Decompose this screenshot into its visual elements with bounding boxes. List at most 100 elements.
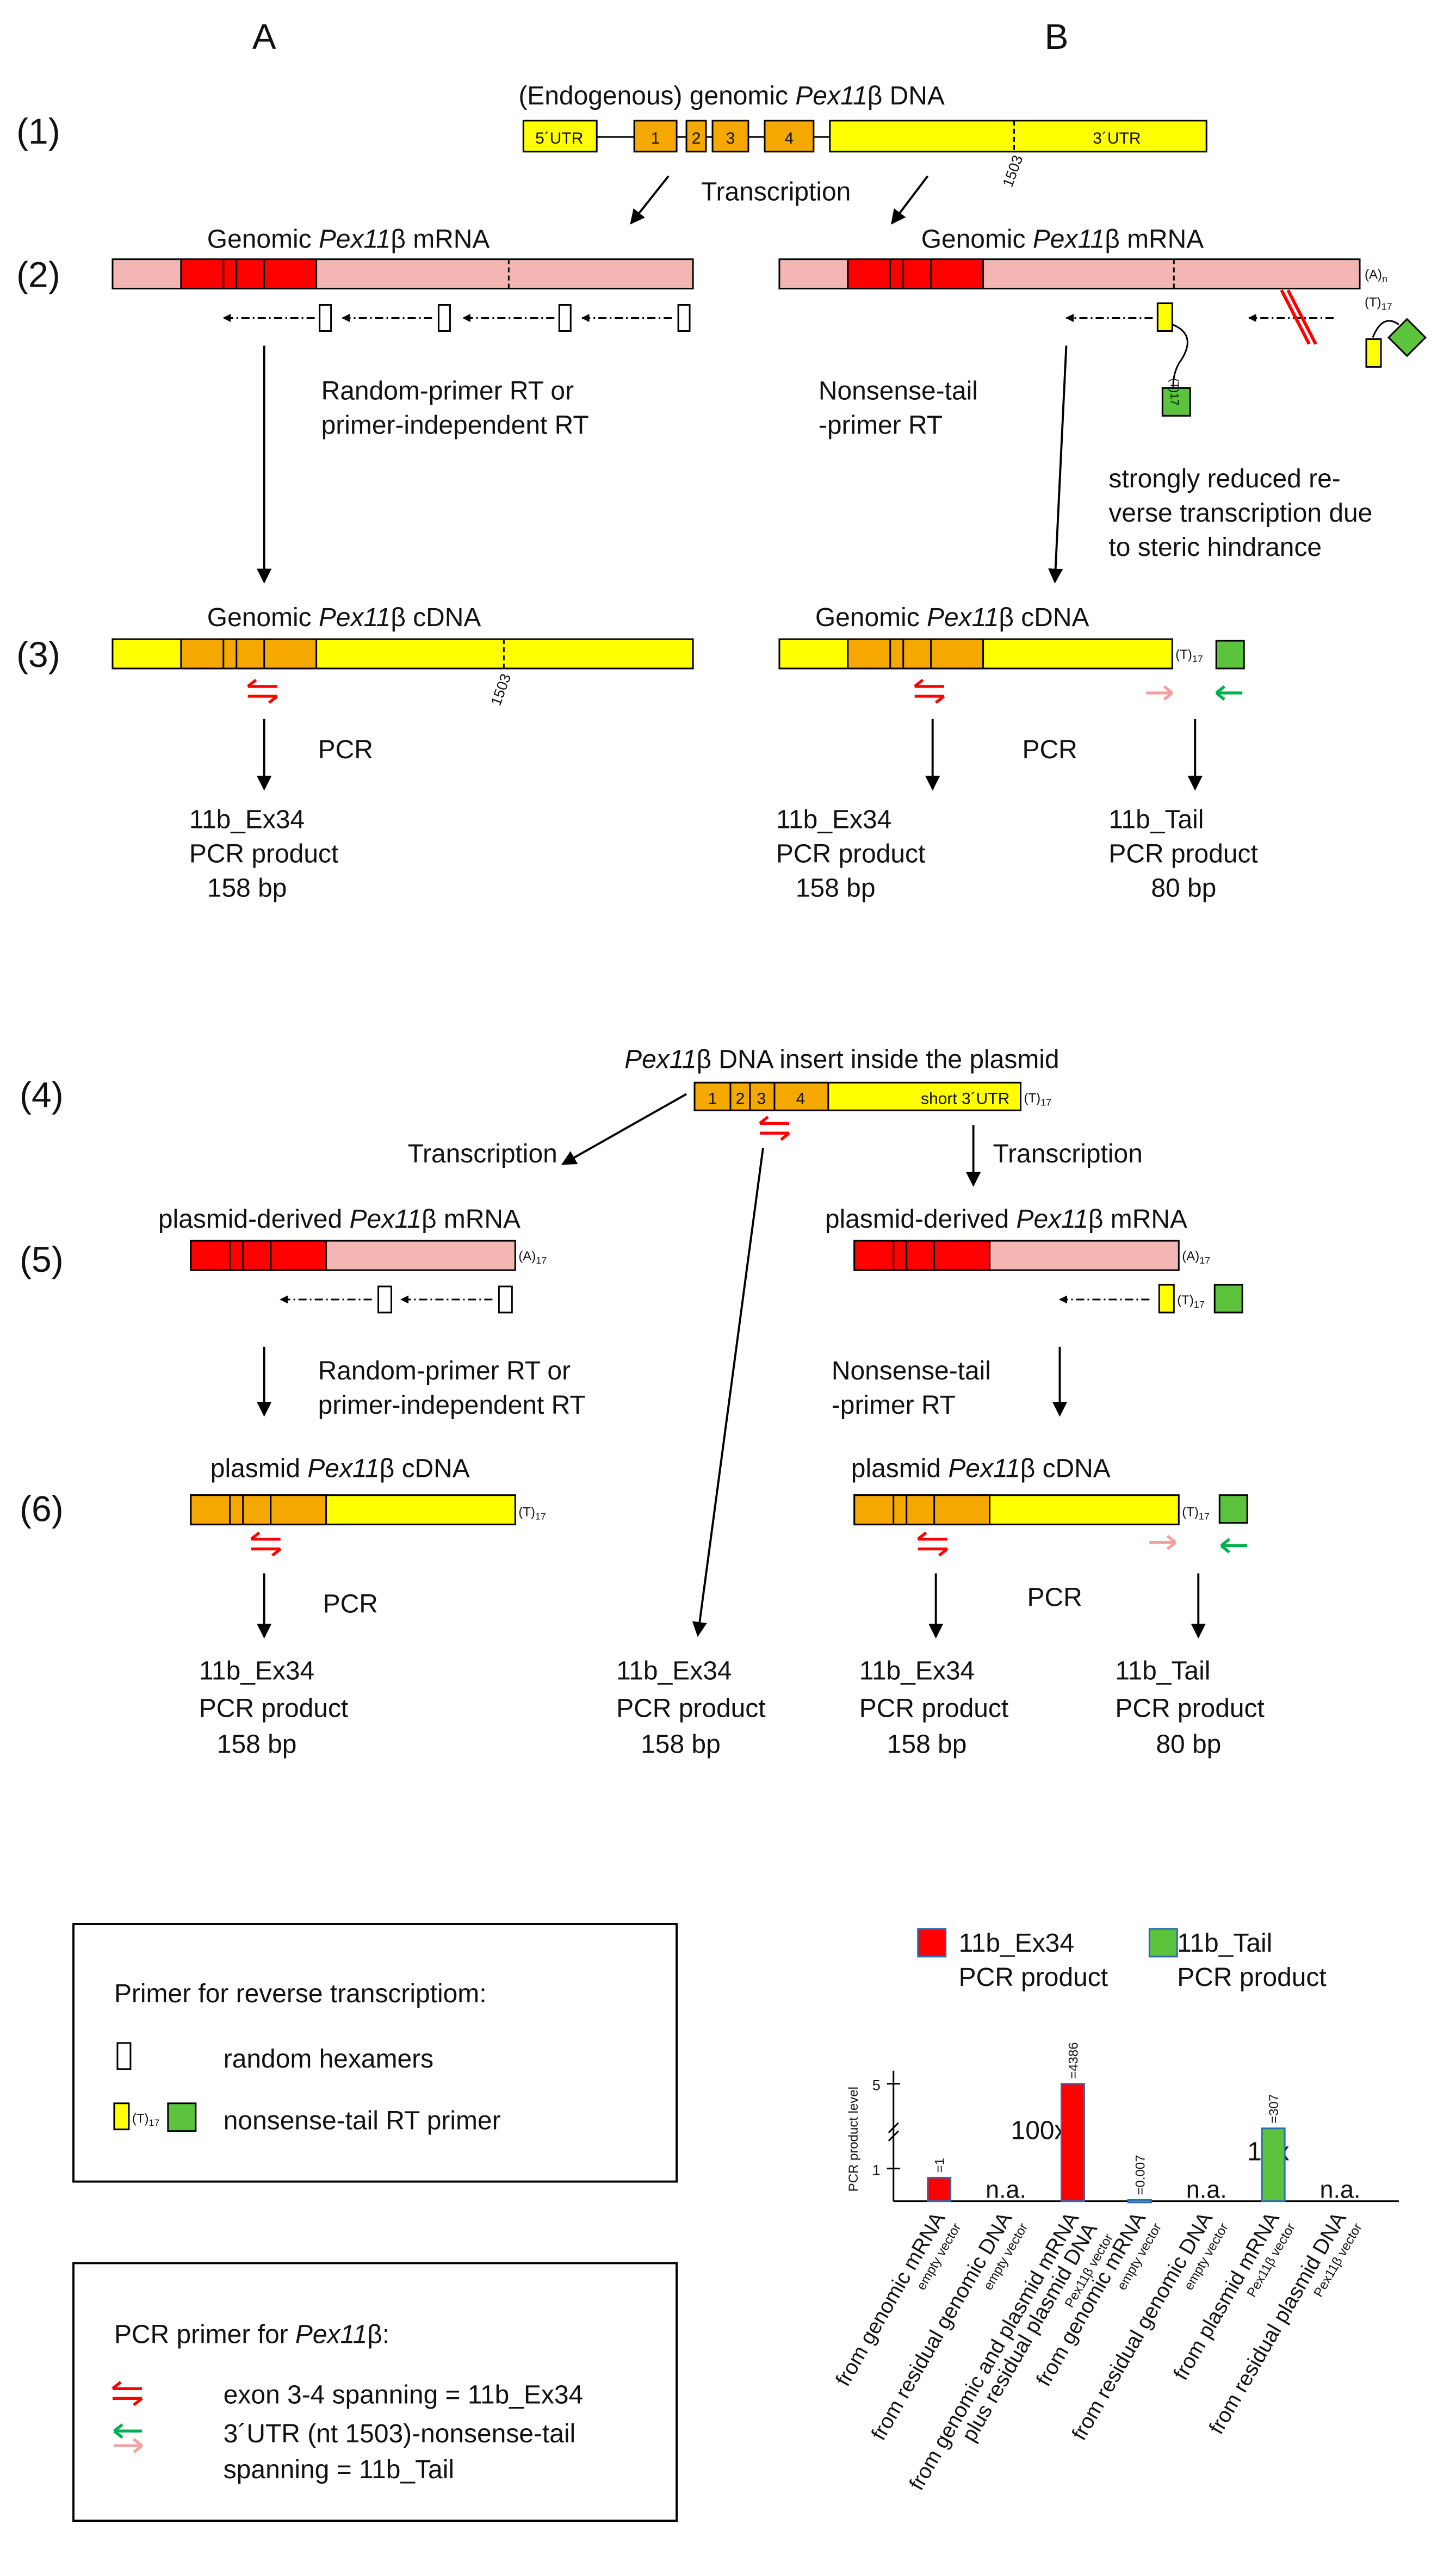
exon-3-label: 3	[726, 129, 735, 147]
product-ex34-label-a: PCR product	[189, 840, 338, 869]
product-tail-label-b: PCR product	[1108, 840, 1257, 869]
genomic-cdna-title-b: Genomic Pex11β cDNA	[815, 603, 1089, 632]
genomic-cdna-bar-b	[778, 638, 1245, 670]
chart-break-label-ex34: 100x	[1011, 2117, 1068, 2145]
rt-random-label-a-line2: primer-independent RT	[321, 411, 589, 440]
chart-value-label-5: n.a.	[1186, 2176, 1227, 2204]
genomic-mrna-title-a: Genomic Pex11β mRNA	[207, 225, 490, 254]
rt-arrow-b	[1048, 345, 1068, 584]
plasmid-insert-title: Pex11β DNA insert inside the plasmid	[624, 1045, 1059, 1074]
transcription-label-plasmid-b: Transcription	[993, 1140, 1143, 1168]
plasmid-insert-bar	[693, 1081, 1022, 1111]
ex34-primer-pair-b	[914, 678, 945, 704]
step-label-3: (3)	[16, 634, 60, 675]
rt-random-label-a-line1: Random-primer RT or	[321, 376, 574, 405]
random-hexamer-primers-a	[222, 304, 691, 332]
rt-tail-label-plasmid-line1: Nonsense-tail	[832, 1357, 991, 1385]
transcription-arrow-plasmid-a	[561, 1093, 687, 1165]
ex34-primer-pair-plasmid-cdna-b	[917, 1531, 949, 1557]
legend-ex34-primer-icon	[111, 2381, 143, 2406]
chart-legend-ex34-line2: PCR product	[959, 1963, 1108, 1992]
tail-primer-pair-b	[1146, 685, 1243, 701]
plasmid-cdna-bar-a	[190, 1494, 516, 1526]
legend-tail-primer-icon	[113, 2102, 197, 2132]
genomic-dna-gene-map	[522, 120, 1207, 153]
pcr-label-plasmid-b: PCR	[1027, 1583, 1082, 1612]
genomic-mrna-bar-a	[111, 258, 694, 290]
chart-legend-tail-line2: PCR product	[1177, 1963, 1326, 1992]
pcr-label-plasmid-a: PCR	[323, 1589, 378, 1618]
chart-legend-ex34-line1: 11b_Ex34	[959, 1929, 1074, 1958]
plasmid-exon-4-label: 4	[796, 1090, 806, 1107]
plasmid-mrna-bar-b	[853, 1240, 1180, 1271]
chart-bar-4	[1127, 2199, 1152, 2204]
plasmid-cdna-polyT-b: (T)17	[1182, 1505, 1210, 1522]
product-tail-name-plasmid-b: 11b_Tail	[1115, 1656, 1210, 1685]
transcription-label-top: Transcription	[701, 178, 851, 207]
exon-4-label: 4	[785, 129, 794, 147]
chart-legend-tail-line1: 11b_Tail	[1177, 1929, 1272, 1958]
legend-tail-label-line1: 3´UTR (nt 1503)-nonsense-tail	[224, 2420, 575, 2448]
product-ex34-size-plasmid-a: 158 bp	[217, 1730, 297, 1759]
ex34-primer-pair-plasmid	[759, 1116, 790, 1141]
exon-1-label: 1	[651, 129, 660, 147]
legend-tail-primer-pair-icon	[113, 2423, 143, 2454]
chart-legend: 11b_Ex34 PCR product 11b_Tail PCR produc…	[917, 1928, 1327, 1992]
genomic-cdna-title-a: Genomic Pex11β cDNA	[207, 603, 481, 632]
chart-value-label-1: =1	[933, 2158, 947, 2173]
rt-random-label-plasmid-line1: Random-primer RT or	[318, 1357, 571, 1385]
product-ex34-name-plasmid-a: 11b_Ex34	[199, 1656, 314, 1685]
nt-1503-label-cdna: 1503	[488, 672, 515, 708]
chart-legend-tail-swatch	[1148, 1928, 1178, 1958]
chart-ytick-1: 1	[872, 2162, 881, 2179]
chart-bar-6	[1261, 2127, 1286, 2202]
product-ex34-name-a: 11b_Ex34	[189, 806, 305, 834]
plasmid-cdna-title-a: plasmid Pex11β cDNA	[210, 1455, 470, 1483]
step-label-5: (5)	[20, 1239, 64, 1279]
utr3-label: 3´UTR	[1093, 129, 1141, 147]
tail-rt-primer-blocked-label: (T)17	[1365, 295, 1392, 312]
plasmid-mrna-polyA-a: (A)17	[518, 1249, 547, 1266]
chart-value-label-6: =307	[1267, 2094, 1281, 2124]
plasmid-cdna-bar-b	[853, 1494, 1248, 1526]
legend-tail-primer-subscript: (T)17	[132, 2112, 160, 2128]
legend-pcr-box	[72, 2262, 678, 2522]
rt-tail-label-b-line1: Nonsense-tail	[819, 376, 978, 405]
random-hexamer-primers-plasmid-a	[280, 1285, 513, 1314]
product-ex34-label-plasmid-a: PCR product	[199, 1694, 348, 1723]
column-label-a: A	[252, 16, 276, 57]
product-ex34-size-a: 158 bp	[207, 874, 287, 903]
chart-bars	[927, 2083, 1286, 2204]
chart-value-label-4: =0.007	[1133, 2155, 1148, 2195]
pcr-label-a: PCR	[318, 735, 373, 764]
plasmid-cdna-title-b: plasmid Pex11β cDNA	[851, 1455, 1111, 1483]
tail-rt-primer-bound-label: (T)17	[1168, 378, 1180, 405]
polyT-17-label-cdna-b: (T)17	[1175, 647, 1203, 664]
plasmid-exon-3-label: 3	[757, 1090, 766, 1107]
pcr-label-b: PCR	[1023, 735, 1077, 764]
chart-bar-3	[1060, 2083, 1085, 2202]
step-label-4: (4)	[20, 1074, 64, 1115]
transcription-arrow-a	[630, 175, 670, 225]
product-ex34-size-plasmid-b: 158 bp	[887, 1730, 967, 1759]
short-utr3-label: short 3´UTR	[921, 1090, 1009, 1107]
tail-primer-pair-plasmid-cdna-b	[1149, 1534, 1248, 1554]
tail-rt-primer-bound	[1065, 302, 1191, 417]
steric-hindrance-line1: strongly reduced re-	[1108, 465, 1340, 493]
column-label-b: B	[1044, 16, 1068, 57]
legend-ex34-label: exon 3-4 spanning = 11b_Ex34	[224, 2380, 583, 2409]
legend-random-hexamer-icon	[116, 2042, 132, 2070]
legend-rt-title: Primer for reverse transcriptiom:	[114, 1979, 487, 2008]
chart-bar-1	[927, 2176, 952, 2202]
plasmid-exon-2-label: 2	[736, 1090, 745, 1107]
step-label-2: (2)	[16, 255, 60, 295]
polyA-n-label-b: (A)n	[1365, 268, 1387, 284]
plasmid-mrna-title-b: plasmid-derived Pex11β mRNA	[825, 1205, 1187, 1234]
rt-random-label-plasmid-line2: primer-independent RT	[318, 1391, 586, 1420]
ex34-primer-pair-a	[247, 678, 278, 704]
genomic-cdna-bar-a	[111, 638, 694, 670]
product-tail-size-b: 80 bp	[1151, 874, 1216, 903]
exon-2-label: 2	[692, 129, 701, 147]
